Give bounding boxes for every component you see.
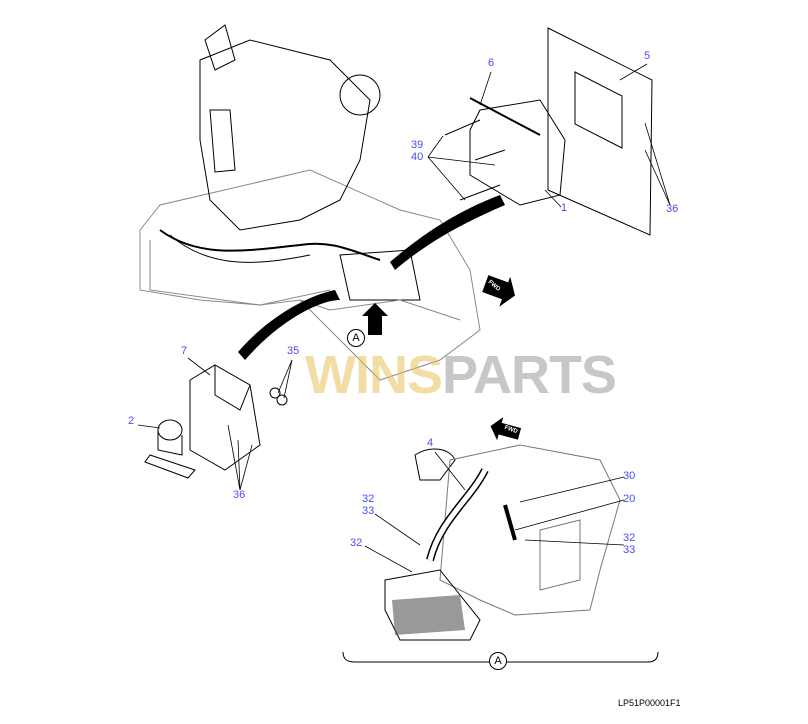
callout-35: 35: [287, 345, 300, 357]
detail-a-marker: A: [347, 329, 365, 347]
callout-30: 30: [623, 470, 636, 482]
callout-7: 7: [181, 345, 188, 357]
callout-4: 4: [427, 437, 434, 449]
callout-33: 33: [623, 544, 636, 556]
controller-bracket: [444, 27, 653, 236]
detail-a-marker-bottom: A: [489, 652, 507, 670]
callout-40: 40: [411, 151, 424, 163]
callout-36: 36: [666, 203, 679, 215]
callout-32: 32: [623, 532, 636, 544]
callout-36: 36: [233, 489, 246, 501]
callout-32: 32: [350, 537, 363, 549]
watermark-logo: WINSPARTS: [305, 345, 617, 405]
callout-6: 6: [488, 57, 495, 69]
callout-32: 32: [362, 493, 375, 505]
callout-20: 20: [623, 493, 636, 505]
solenoid-bracket: [144, 364, 288, 479]
fwd-arrow: [490, 417, 522, 441]
pointer-arrow-up: [362, 303, 388, 335]
callout-1: 1: [561, 202, 568, 214]
fwd-arrow: [482, 275, 516, 307]
callout-5: 5: [644, 50, 651, 62]
drawing-code: LP51P00001F1: [618, 698, 681, 708]
engine-assembly: [139, 24, 481, 381]
callout-33: 33: [362, 505, 375, 517]
detail-a-assembly: [342, 444, 659, 663]
pointer-arrow-left: [238, 290, 340, 360]
pointer-arrow-right: [390, 195, 505, 270]
leader-lines: [137, 63, 671, 573]
callout-2: 2: [128, 415, 135, 427]
callout-39: 39: [411, 139, 424, 151]
